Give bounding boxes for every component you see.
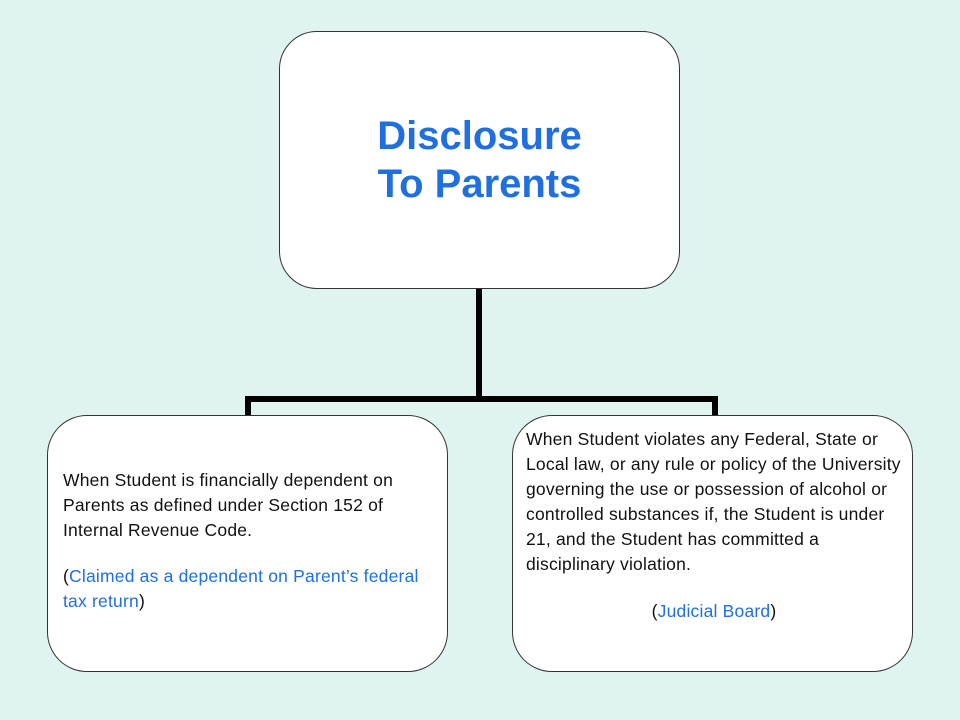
- note-text: Claimed as a dependent on Parent’s feder…: [63, 566, 419, 611]
- note-text: Judicial Board: [657, 601, 771, 621]
- child-node-law-violation: When Student violates any Federal, State…: [512, 415, 913, 672]
- child-node-note: (Claimed as a dependent on Parent’s fede…: [63, 564, 431, 614]
- note-close-paren: ): [138, 591, 145, 611]
- child-node-text: When Student is financially dependent on…: [63, 470, 394, 540]
- child-node-note: (Judicial Board): [526, 599, 902, 624]
- note-close-paren: ): [770, 601, 777, 621]
- note-open-paren: (: [63, 566, 70, 586]
- child-node-financial-dependence: When Student is financially dependent on…: [47, 415, 448, 672]
- root-node: Disclosure To Parents: [279, 31, 680, 289]
- root-title-line2: To Parents: [377, 162, 582, 206]
- child-node-text: When Student violates any Federal, State…: [526, 429, 901, 574]
- root-title: Disclosure To Parents: [377, 112, 582, 208]
- note-open-paren: (: [651, 601, 658, 621]
- root-title-line1: Disclosure: [377, 114, 582, 158]
